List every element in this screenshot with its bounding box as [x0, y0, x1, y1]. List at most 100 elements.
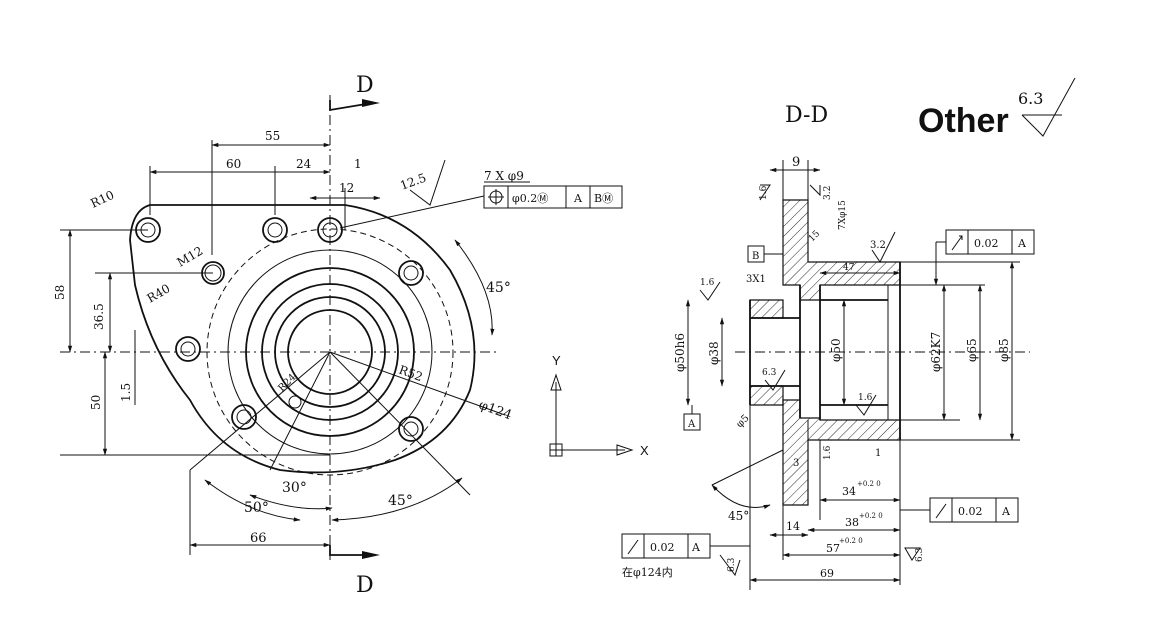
- length-dims: 34 +0.2 0 38 +0.2 0 14 57 +0.2 0 69 45° …: [711, 405, 925, 590]
- hub-circle-1: [274, 296, 386, 408]
- ucs-axes-icon: Y X: [549, 353, 649, 458]
- svg-text:+0.2 0: +0.2 0: [857, 480, 881, 488]
- svg-text:φ5: φ5: [734, 413, 751, 430]
- svg-text:6.3: 6.3: [727, 557, 737, 572]
- svg-text:47: 47: [843, 263, 855, 273]
- svg-text:1.6: 1.6: [700, 278, 715, 288]
- bolt-circle: [206, 228, 454, 476]
- section-label-top: D: [356, 73, 374, 98]
- svg-text:R10: R10: [88, 188, 116, 211]
- svg-text:+0.2 0: +0.2 0: [839, 537, 863, 545]
- svg-text:φ124: φ124: [477, 398, 514, 424]
- svg-text:A: A: [691, 541, 701, 554]
- svg-text:X: X: [640, 443, 649, 458]
- svg-text:φ65: φ65: [965, 338, 979, 362]
- angular-dimensions: R52 φ124 45° 30° 50° 45° R24: [189, 239, 514, 522]
- svg-text:0.02: 0.02: [974, 237, 999, 250]
- svg-text:58: 58: [53, 285, 67, 300]
- svg-text:3.2: 3.2: [823, 186, 833, 200]
- svg-text:6.3: 6.3: [1018, 89, 1043, 108]
- svg-text:φ62K7: φ62K7: [929, 332, 943, 372]
- svg-text:55: 55: [265, 129, 280, 143]
- svg-text:1: 1: [875, 448, 881, 459]
- svg-text:在φ124内: 在φ124内: [622, 565, 673, 579]
- section-arrow-bottom: [329, 545, 372, 556]
- other-label: Other: [918, 102, 1009, 140]
- svg-text:φ50: φ50: [829, 338, 843, 362]
- svg-text:1.6: 1.6: [823, 445, 833, 460]
- section-label-bottom: D: [356, 573, 374, 598]
- svg-text:30°: 30°: [282, 480, 307, 496]
- svg-text:7Xφ15: 7Xφ15: [838, 200, 848, 230]
- flange-outline: [129, 204, 476, 474]
- runout-frame-mid: 0.02 A: [900, 497, 1019, 523]
- section-top-dims: 9 1.6 3.2 7Xφ15 15 3.2 3X1 47 1.6: [699, 155, 901, 301]
- hub-circle-2: [261, 283, 399, 421]
- svg-text:6.3: 6.3: [762, 368, 777, 378]
- runout-frame-bottom: 0.02 A 在φ124内: [621, 533, 750, 579]
- svg-text:57: 57: [826, 542, 840, 555]
- recess-circle: [227, 249, 433, 455]
- section-arrow-top: [329, 100, 373, 112]
- svg-text:0.02: 0.02: [958, 505, 983, 518]
- bore-circle: [287, 309, 373, 395]
- svg-text:24: 24: [296, 157, 312, 171]
- datum-a: A: [683, 405, 701, 431]
- svg-text:A: A: [1017, 237, 1027, 250]
- svg-text:A: A: [573, 192, 583, 205]
- svg-text:Y: Y: [552, 353, 561, 368]
- svg-text:φ50h6: φ50h6: [673, 333, 687, 372]
- svg-text:69: 69: [820, 567, 834, 580]
- svg-text:R40: R40: [145, 281, 173, 305]
- svg-text:φ38: φ38: [707, 341, 721, 365]
- svg-text:M12: M12: [175, 244, 206, 270]
- datum-b: B: [747, 245, 783, 263]
- svg-text:66: 66: [250, 531, 267, 546]
- svg-text:φ0.2Ⓜ: φ0.2Ⓜ: [512, 192, 548, 205]
- svg-text:+0.2 0: +0.2 0: [859, 512, 883, 520]
- svg-text:12.5: 12.5: [398, 171, 428, 193]
- svg-text:36.5: 36.5: [92, 303, 106, 330]
- roughness-symbol-12-5: 12.5: [398, 159, 446, 206]
- section-view: D-D Other 6.3: [621, 77, 1076, 590]
- svg-text:1.6: 1.6: [759, 185, 769, 200]
- left-dimensions: 58 36.5 1.5 50: [53, 229, 330, 456]
- feature-control-frame: 7 X φ9 φ0.2Ⓜ A BⓂ: [339, 169, 623, 229]
- left-view: D D 55 60: [53, 73, 623, 598]
- svg-text:60: 60: [226, 157, 241, 171]
- general-roughness-symbol: 6.3: [1018, 77, 1076, 137]
- svg-text:15: 15: [807, 229, 822, 244]
- svg-text:7 X φ9: 7 X φ9: [484, 169, 524, 183]
- svg-text:φ85: φ85: [997, 338, 1011, 362]
- svg-text:3.2: 3.2: [870, 240, 886, 251]
- svg-text:38: 38: [845, 516, 859, 529]
- svg-text:34: 34: [842, 485, 856, 498]
- svg-text:B: B: [752, 251, 759, 262]
- svg-text:1: 1: [354, 157, 362, 171]
- svg-text:14: 14: [786, 520, 800, 533]
- bottom-dimension: 66: [189, 470, 331, 555]
- svg-text:9: 9: [792, 155, 800, 170]
- svg-text:45°: 45°: [388, 493, 413, 509]
- section-title: D-D: [785, 103, 828, 128]
- svg-text:BⓂ: BⓂ: [594, 192, 613, 205]
- svg-text:0.02: 0.02: [650, 541, 675, 554]
- svg-text:1.5: 1.5: [119, 383, 133, 402]
- section-outline: [749, 262, 901, 505]
- svg-text:45°: 45°: [728, 509, 749, 523]
- svg-text:A: A: [1001, 505, 1011, 518]
- svg-text:45°: 45°: [486, 280, 511, 296]
- svg-text:3X1: 3X1: [746, 274, 766, 285]
- svg-text:12: 12: [339, 181, 354, 195]
- diameter-dims: φ50h6 φ38 φ50 φ62K7 φ65 φ85: [673, 261, 1020, 441]
- svg-text:1.6: 1.6: [858, 393, 873, 403]
- hub-circle-3: [245, 267, 415, 437]
- svg-text:A: A: [687, 419, 696, 430]
- svg-text:50°: 50°: [244, 500, 269, 516]
- top-dimensions: 55 60 24 1 12 R10 M12 R40: [88, 129, 381, 306]
- runout-frame-top: 0.02 A: [933, 229, 1035, 286]
- svg-text:3: 3: [793, 458, 799, 469]
- svg-text:50: 50: [89, 395, 103, 410]
- svg-text:6.3: 6.3: [915, 547, 925, 562]
